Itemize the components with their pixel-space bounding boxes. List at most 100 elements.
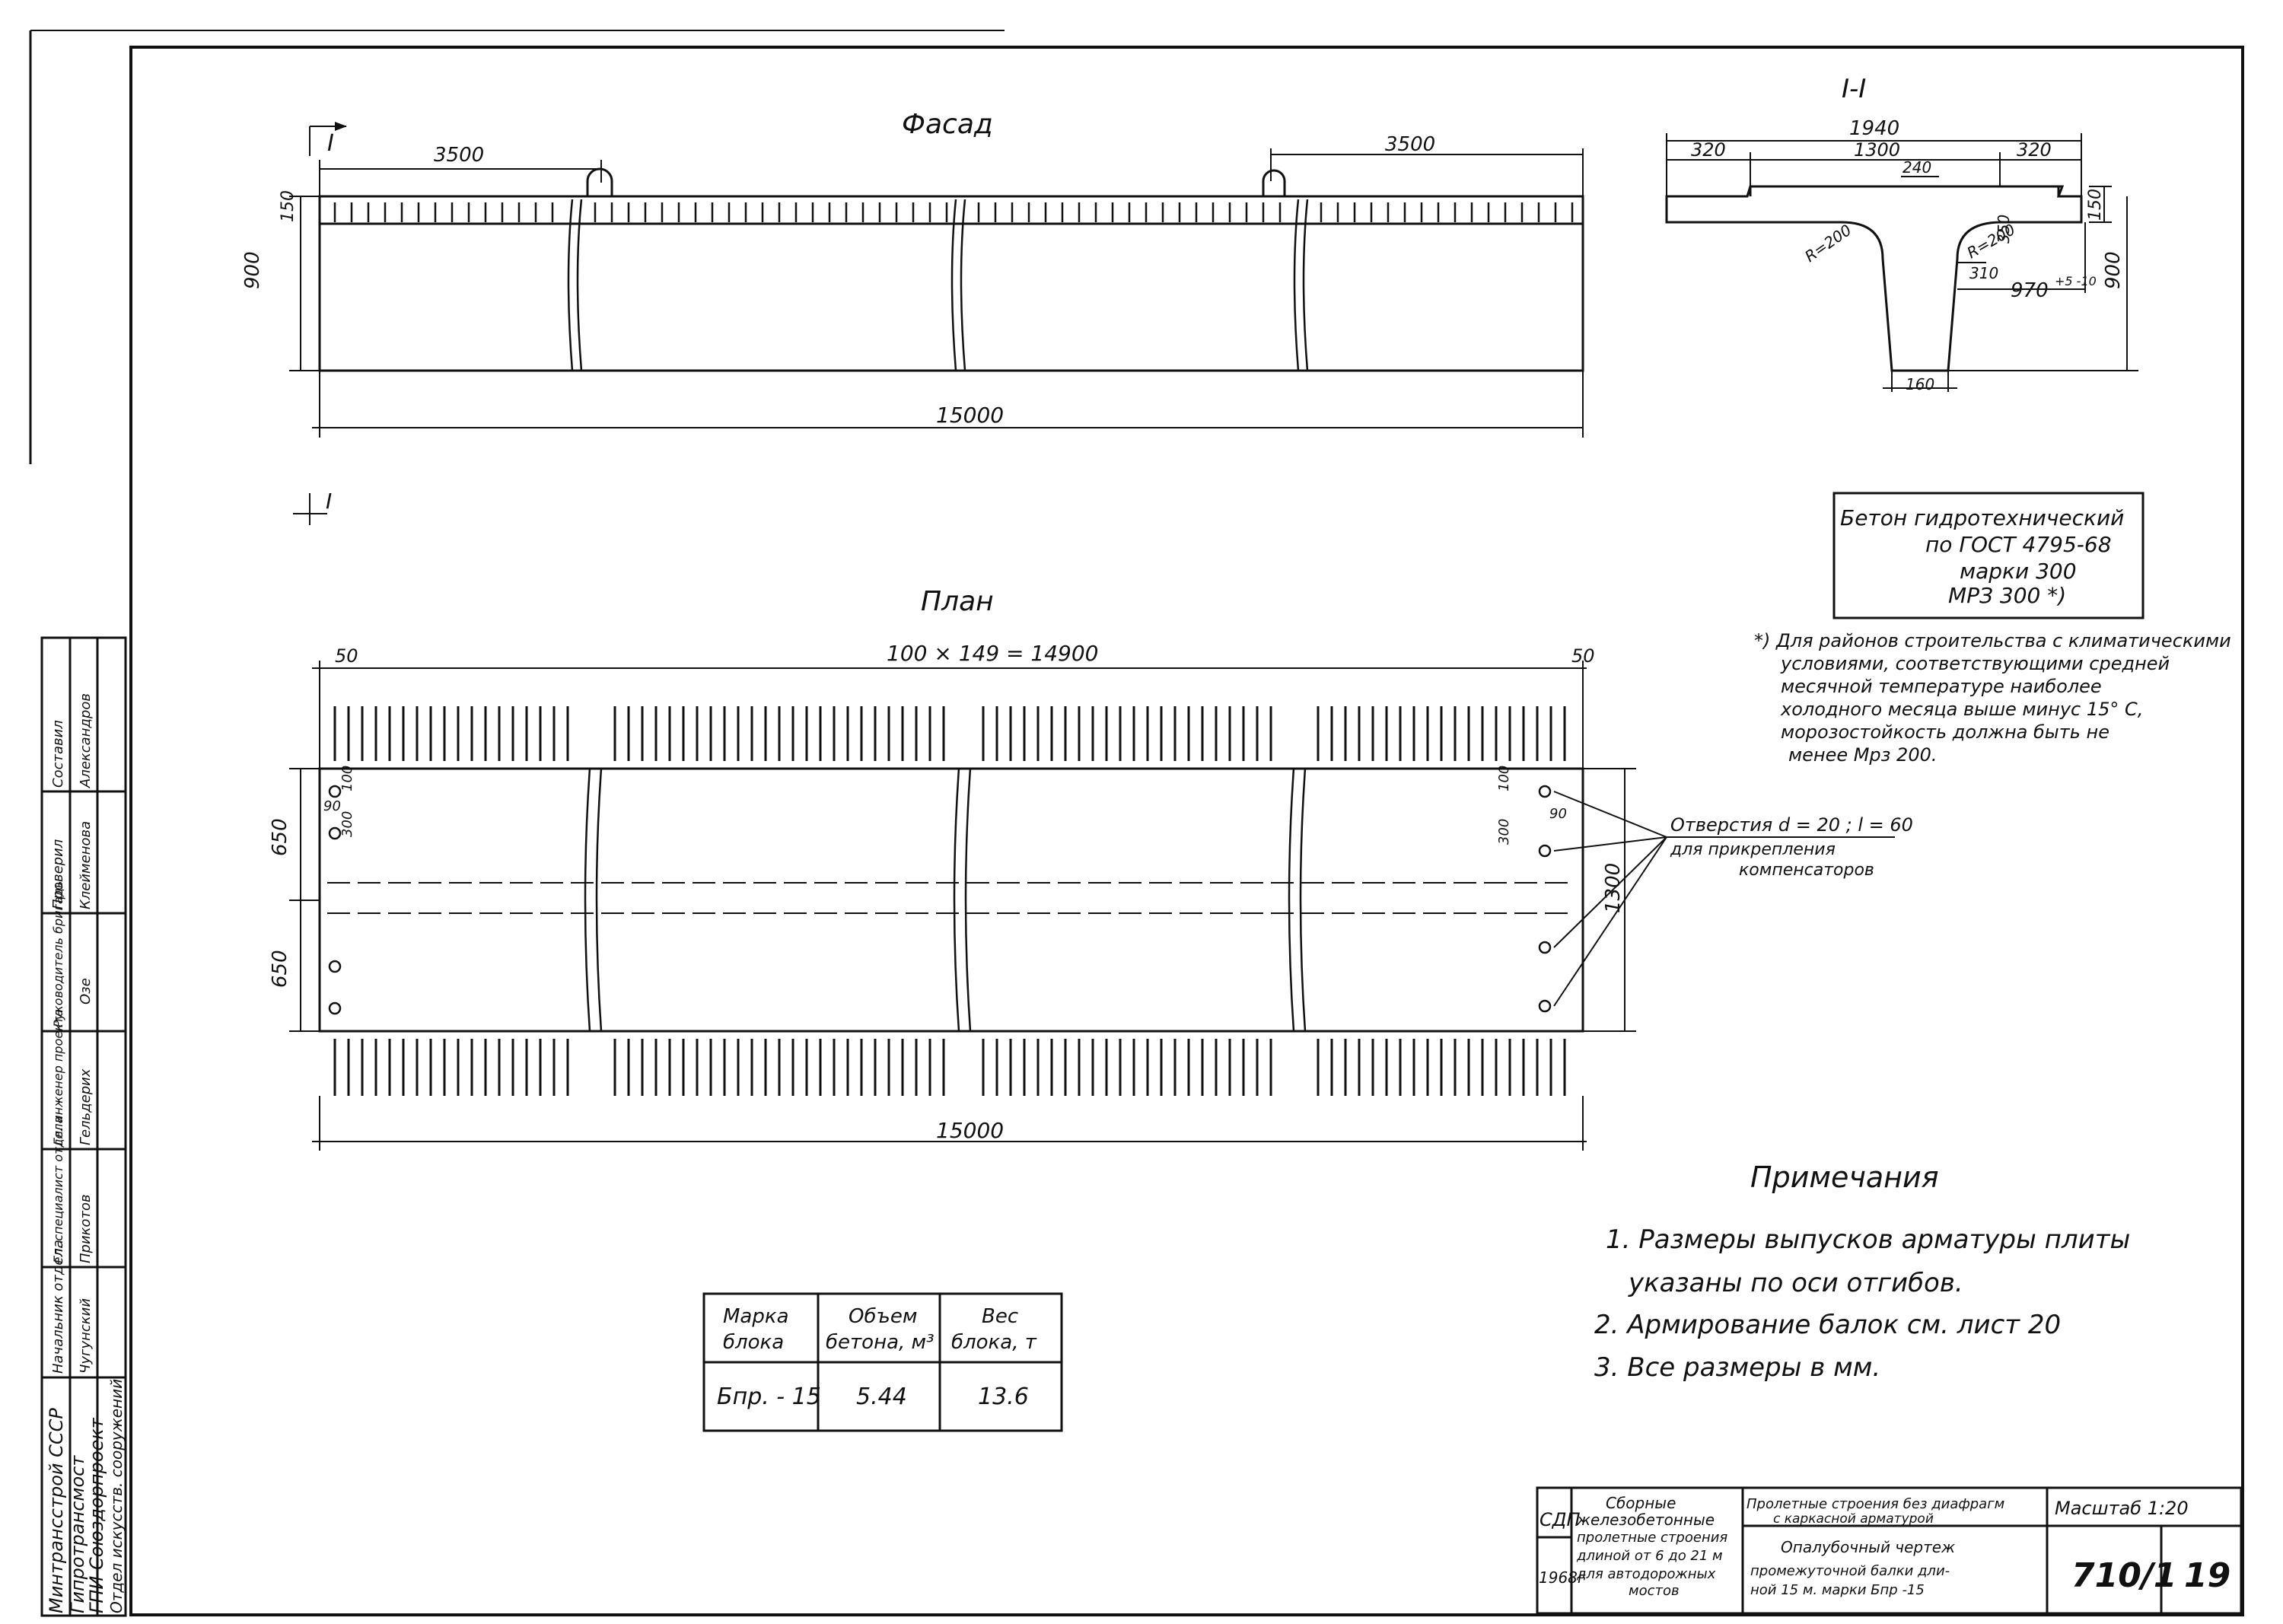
title-scale: Масштаб 1:20 bbox=[2055, 1498, 2189, 1519]
title-sheet-code: 710/1 bbox=[2071, 1556, 2177, 1595]
title-series-1: Сборные bbox=[1606, 1494, 1676, 1512]
stamp-name-3: Гельдерих bbox=[78, 1068, 94, 1145]
section-dim-1940: 1940 bbox=[1849, 117, 1899, 140]
lifting-loop-right bbox=[1262, 169, 1286, 196]
section-dim-150: 150 bbox=[2086, 189, 2105, 221]
holes-note-1: Отверстия d = 20 ; l = 60 bbox=[1670, 814, 1913, 836]
section-dim-310: 310 bbox=[1969, 264, 1998, 282]
section-dim-970: 970 bbox=[2011, 279, 2049, 302]
facade-section-mark: I bbox=[327, 130, 334, 157]
section-dimension-lines bbox=[1666, 133, 2138, 392]
holes-note-2: для прикрепления bbox=[1670, 840, 1836, 859]
plan-dim-rebar: 100 × 149 = 14900 bbox=[887, 641, 1098, 666]
title-series-5: для автодорожных bbox=[1576, 1566, 1716, 1582]
plan-dim-90-right: 90 bbox=[1549, 806, 1567, 822]
plan-rebar-top bbox=[333, 706, 1566, 761]
stamp-name-4: Озе bbox=[78, 978, 94, 1005]
section-dim-970-tol: +5 -10 bbox=[2055, 274, 2097, 288]
title-code: СДП bbox=[1540, 1509, 1581, 1530]
facade-dim-150: 150 bbox=[279, 190, 298, 222]
footnote-line-6: менее Мрз 200. bbox=[1788, 744, 1938, 766]
facade-dimension-lines bbox=[289, 126, 1584, 438]
stamp-org-2: Гипротрансмост bbox=[67, 1455, 88, 1613]
title-series-3: пролетные строения bbox=[1577, 1530, 1727, 1546]
mark-table-header-2b: бетона, м³ bbox=[826, 1331, 935, 1354]
stamp-name-2: Прикотов bbox=[78, 1194, 94, 1263]
title-year: 1968г bbox=[1539, 1568, 1586, 1587]
concrete-line-3: марки 300 bbox=[1960, 559, 2077, 584]
stamp-role-3: Гл. инженер проекта bbox=[51, 1009, 65, 1145]
note-2: 2. Армирование балок см. лист 20 bbox=[1594, 1310, 2061, 1340]
title-desc-1: Пролетные строения без диафрагм bbox=[1746, 1496, 2004, 1512]
concrete-line-2: по ГОСТ 4795-68 bbox=[1925, 532, 2112, 557]
plan-break-1 bbox=[584, 768, 603, 1032]
plan-dim-650-top: 650 bbox=[269, 818, 291, 856]
stamp-name-6: Александров bbox=[78, 693, 94, 788]
footnote-line-3: месячной температуре наиболее bbox=[1781, 676, 2102, 697]
plan-break-3 bbox=[1288, 768, 1307, 1032]
title-block-grid bbox=[1536, 1486, 2243, 1615]
footnote-line-5: морозостойкость должна быть не bbox=[1781, 721, 2109, 743]
holes-note-3: компенсаторов bbox=[1739, 861, 1874, 880]
stamp-role-5: Проверил bbox=[50, 839, 66, 909]
plan-section-mark-group bbox=[293, 493, 327, 525]
plan-dim-650-bottom: 650 bbox=[269, 950, 291, 988]
notes-title: Примечания bbox=[1750, 1161, 1939, 1194]
plan-dim-1300: 1300 bbox=[1602, 863, 1625, 913]
title-sheet-no: 19 bbox=[2184, 1556, 2230, 1595]
facade-break-2 bbox=[950, 199, 966, 371]
mark-table-cell-mark: Бпр. - 15 bbox=[717, 1384, 821, 1410]
section-dim-900: 900 bbox=[2102, 251, 2125, 289]
plan-rebar-bottom bbox=[333, 1039, 1566, 1096]
plan-dim-50-left: 50 bbox=[335, 645, 358, 667]
mark-table-header-2a: Объем bbox=[849, 1305, 917, 1328]
concrete-line-1: Бетон гидротехнический bbox=[1840, 505, 2124, 530]
plan-section-mark: I bbox=[326, 489, 332, 514]
stamp-org-1: Минтрансстрой СССР bbox=[46, 1408, 67, 1613]
section-dim-1300: 1300 bbox=[1854, 139, 1900, 161]
plan-dim-300-left: 300 bbox=[339, 811, 355, 837]
footnote-line-1: *) Для районов строительства с климатиче… bbox=[1754, 630, 2231, 651]
title-series-4: длиной от 6 до 21 м bbox=[1576, 1548, 1723, 1564]
mark-table-header-1a: Марка bbox=[723, 1305, 789, 1328]
title-series-6: мостов bbox=[1629, 1583, 1680, 1599]
facade-dim-15000: 15000 bbox=[936, 403, 1004, 428]
stamp-role-1: Начальник отдела bbox=[50, 1240, 66, 1374]
section-dim-r200-left: R=200 bbox=[1801, 221, 1855, 266]
facade-title: Фасад bbox=[902, 109, 993, 140]
plan-dimension-lines bbox=[289, 661, 1895, 1151]
concrete-box-frame bbox=[1832, 492, 2144, 619]
title-series-2: железобетонные bbox=[1576, 1511, 1715, 1529]
lifting-loop-left bbox=[586, 167, 613, 196]
sheet-frame bbox=[129, 46, 2244, 1616]
facade-break-1 bbox=[567, 199, 583, 371]
mark-table-cell-volume: 5.44 bbox=[856, 1384, 907, 1410]
stamp-name-1: Чугунский bbox=[78, 1298, 94, 1374]
section-dim-240: 240 bbox=[1902, 158, 1931, 177]
footnote-line-2: условиями, соответствующими средней bbox=[1780, 653, 2170, 674]
plan-dim-100-right: 100 bbox=[1496, 766, 1512, 791]
mark-table-header-3b: блока, т bbox=[951, 1331, 1037, 1354]
mark-table-cell-weight: 13.6 bbox=[978, 1384, 1029, 1410]
mark-table-grid bbox=[702, 1292, 1063, 1432]
note-1a: 1. Размеры выпусков арматуры плиты bbox=[1606, 1224, 2130, 1255]
stamp-role-6: Составил bbox=[50, 720, 66, 788]
plan-holes bbox=[328, 785, 1552, 1015]
facade-flange bbox=[318, 195, 1584, 225]
facade-section-arrow bbox=[335, 122, 347, 131]
stamp-role-2: Гл. специалист отдела bbox=[51, 1116, 65, 1263]
facade-dim-3500-right: 3500 bbox=[1385, 133, 1435, 156]
footnote-line-4: холодного месяца выше минус 15° С, bbox=[1780, 699, 2143, 720]
section-title: I-I bbox=[1842, 74, 1866, 104]
note-1b: указаны по оси отгибов. bbox=[1628, 1268, 1963, 1298]
concrete-line-4: МРЗ 300 *) bbox=[1948, 583, 2066, 608]
section-dim-320-right: 320 bbox=[2017, 139, 2052, 161]
plan-dim-300-right: 300 bbox=[1496, 819, 1512, 845]
plan-dim-90-left: 90 bbox=[323, 798, 341, 814]
plan-dim-50-right: 50 bbox=[1571, 645, 1595, 667]
title-desc-2: с каркасной арматурой bbox=[1773, 1511, 1934, 1527]
facade-dim-3500-left: 3500 bbox=[434, 144, 484, 167]
plan-outline bbox=[318, 767, 1584, 1033]
section-dim-160: 160 bbox=[1906, 375, 1934, 393]
stamp-role-4: Руководитель бригады bbox=[51, 879, 65, 1027]
